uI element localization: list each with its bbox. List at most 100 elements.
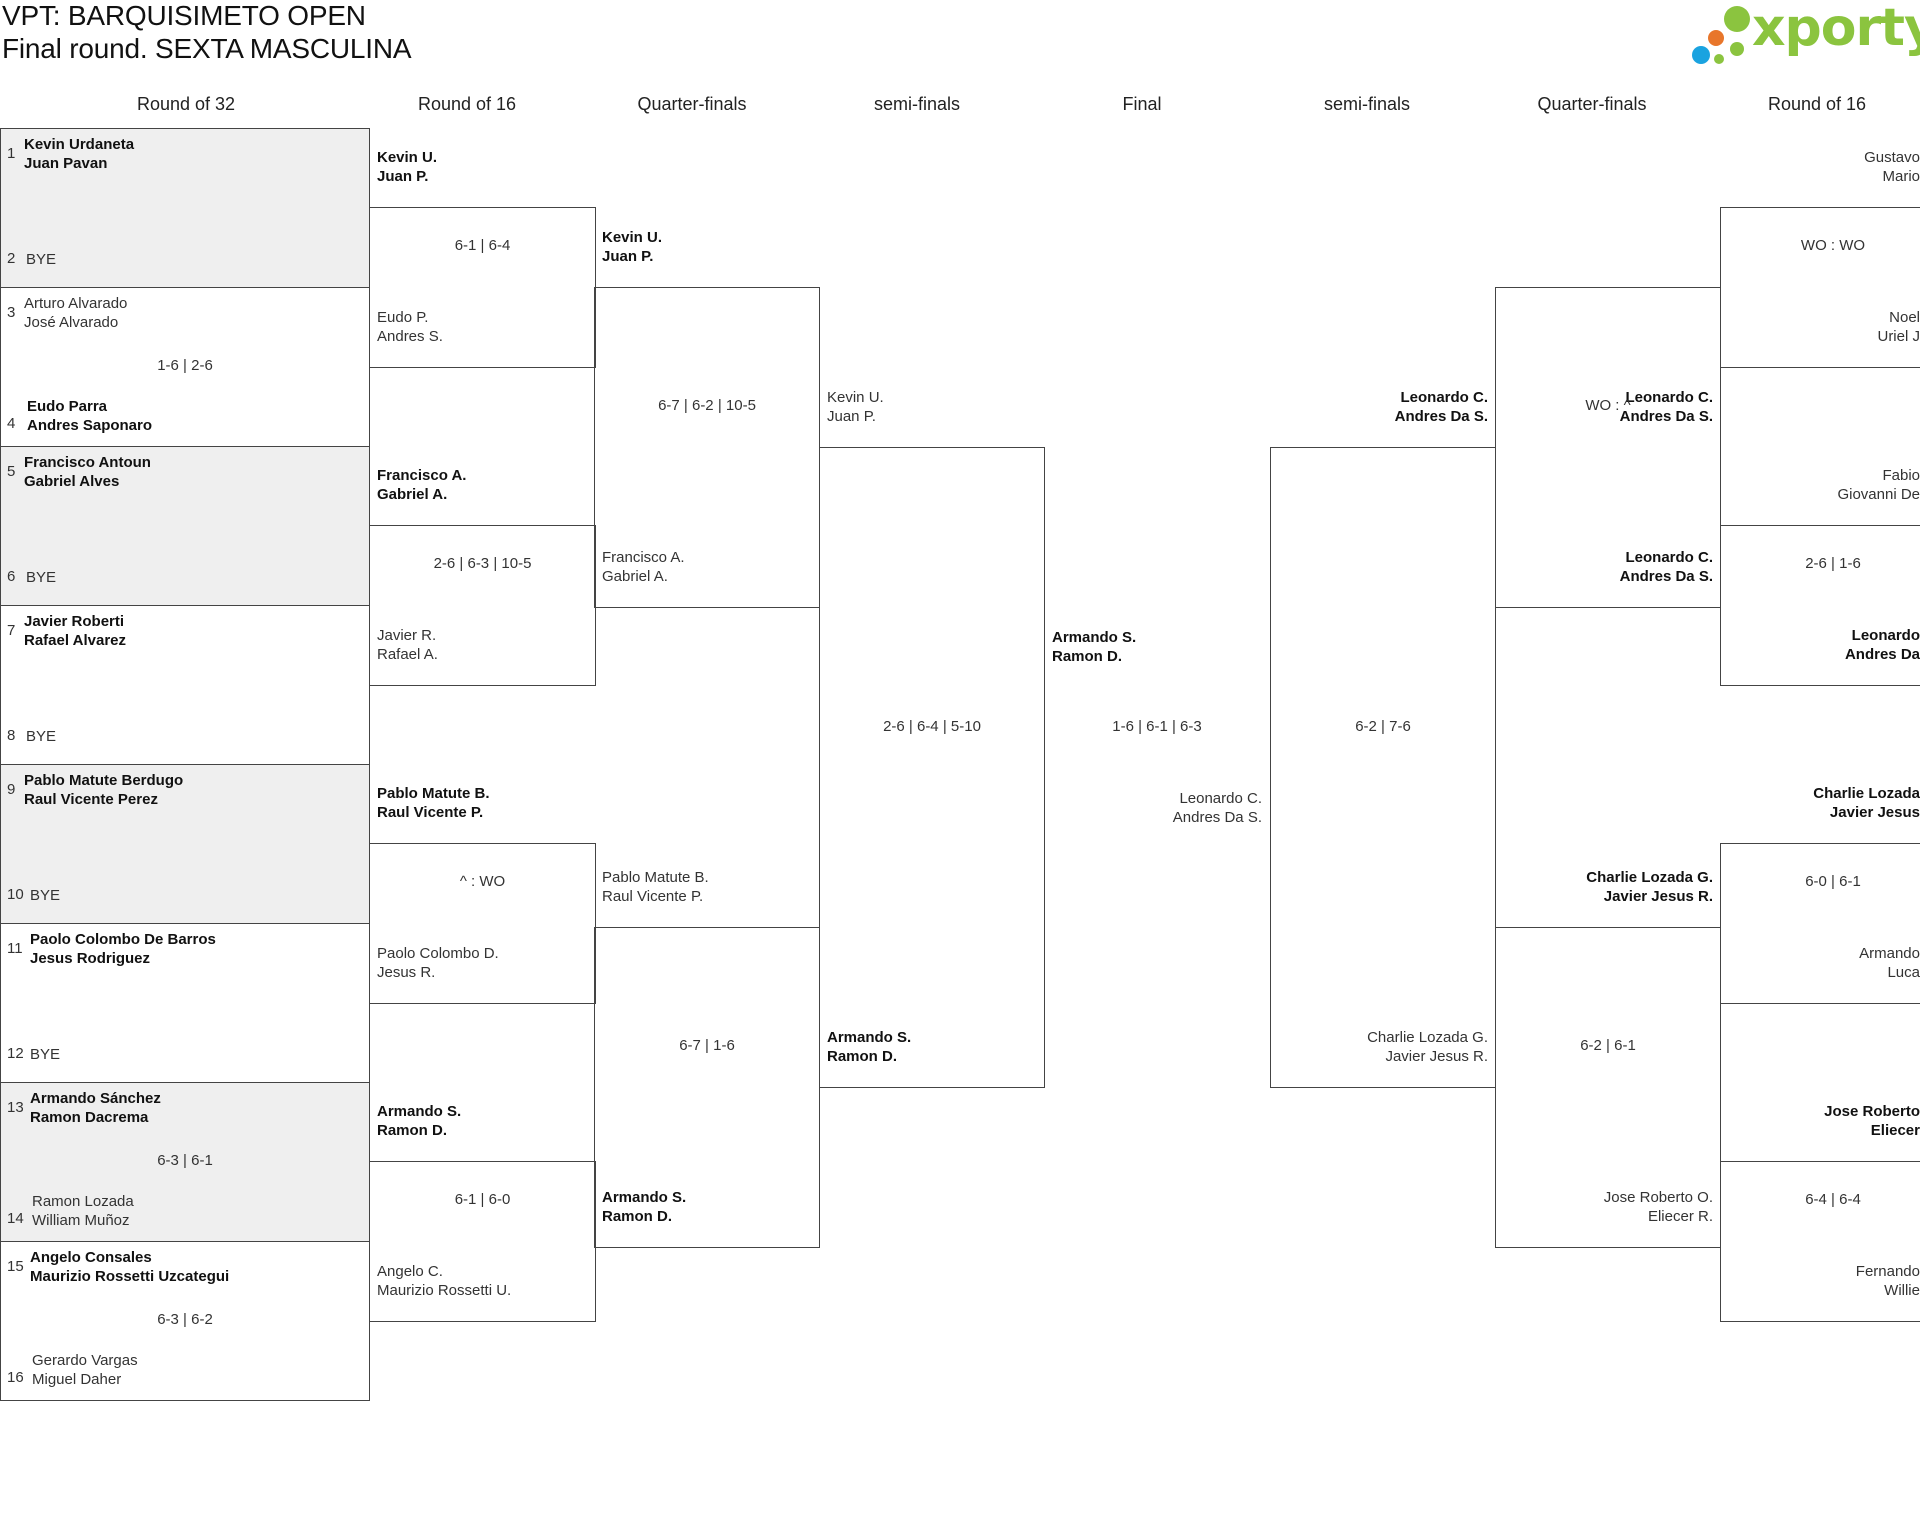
logo-dot-green xyxy=(1724,6,1750,32)
player-name: Juan P. xyxy=(602,248,654,265)
player-name: Kevin Urdaneta xyxy=(24,136,135,153)
player-name: Javier Roberti xyxy=(24,613,125,630)
player-name: Leonardo C. xyxy=(1625,549,1713,566)
player-name: Javier Jesus R. xyxy=(1385,1048,1488,1065)
player-name: Rafael A. xyxy=(377,646,438,663)
player-name: Juan Pavan xyxy=(24,155,108,172)
player-name: José Alvarado xyxy=(24,314,119,331)
player-name: Juan P. xyxy=(377,168,429,185)
player-name: Andres Da S. xyxy=(1619,408,1713,425)
player-name: Charlie Lozada G. xyxy=(1367,1029,1488,1046)
player-name: Eliecer R. xyxy=(1647,1208,1713,1225)
seed-number: 9 xyxy=(7,781,16,798)
player-name: Francisco Antoun xyxy=(24,454,151,471)
player-name: Eudo P. xyxy=(377,309,429,326)
player-name: Armando S. xyxy=(1052,629,1137,646)
match-score: 6-7 | 6-2 | 10-5 xyxy=(658,397,756,414)
player-name: Luca xyxy=(1887,964,1920,981)
bracket-match-box xyxy=(369,525,596,686)
match-score: WO : ^ xyxy=(1585,397,1631,414)
r32-match-box xyxy=(0,128,370,288)
seed-number: 1 xyxy=(7,145,16,162)
player-name: Andres S. xyxy=(377,328,443,345)
player-name: Gerardo Vargas xyxy=(32,1352,138,1369)
player-name: Uriel J xyxy=(1877,328,1920,345)
bracket-match-box xyxy=(1720,207,1920,368)
round-header: semi-finals xyxy=(1323,94,1411,114)
seed-number: 12 xyxy=(7,1045,24,1062)
player-name: Charlie Lozada G. xyxy=(1586,869,1713,886)
bracket-match-box xyxy=(369,843,596,1004)
match-score: 6-1 | 6-0 xyxy=(454,1191,511,1208)
player-name: Ramon D. xyxy=(602,1208,673,1225)
player-name: Andres Saponaro xyxy=(27,417,153,434)
round-header: Quarter-finals xyxy=(1537,94,1647,114)
player-name: Giovanni De xyxy=(1837,486,1920,503)
round-header: Final xyxy=(1122,94,1162,114)
seed-number: 5 xyxy=(7,463,16,480)
player-name: Jose Roberto O. xyxy=(1603,1189,1713,1206)
match-score: WO : WO xyxy=(1800,237,1866,254)
player-name: Paolo Colombo De Barros xyxy=(30,931,216,948)
player-name: Arturo Alvarado xyxy=(24,295,128,312)
bracket-match-box xyxy=(1495,287,1721,608)
player-name: Angelo C. xyxy=(377,1263,443,1280)
match-score: 6-3 | 6-2 xyxy=(157,1311,213,1328)
seed-number: 14 xyxy=(7,1210,24,1227)
player-name: Willie xyxy=(1884,1282,1920,1299)
bracket-match-box xyxy=(1720,1161,1920,1322)
match-score: 6-0 | 6-1 xyxy=(1805,873,1861,890)
player-name: Noel xyxy=(1889,309,1920,326)
player-name: Charlie Lozada xyxy=(1813,785,1920,802)
player-name: Kevin U. xyxy=(377,149,438,166)
match-score: 1-6 | 2-6 xyxy=(157,357,213,374)
seed-number: 4 xyxy=(7,415,16,432)
player-name: Miguel Daher xyxy=(32,1371,122,1388)
round-header: semi-finals xyxy=(873,94,961,114)
player-name: Ramon Lozada xyxy=(32,1193,134,1210)
r32-match-box xyxy=(0,1082,370,1242)
seed-number: 10 xyxy=(7,886,24,903)
player-name: Leonardo C. xyxy=(1179,790,1262,807)
player-name: Jesus R. xyxy=(377,964,436,981)
seed-number: 3 xyxy=(7,304,16,321)
player-name: Gabriel A. xyxy=(377,486,448,503)
seed-number: 11 xyxy=(7,940,23,957)
round-header: Round of 16 xyxy=(1767,94,1867,114)
logo-text: xporty xyxy=(1752,0,1920,58)
round-header: Round of 32 xyxy=(136,94,236,114)
player-name: Javier Jesus xyxy=(1829,804,1920,821)
seed-number: 6 xyxy=(7,568,16,585)
page-subtitle: Final round. SEXTA MASCULINA xyxy=(2,33,412,64)
player-name: Jose Roberto xyxy=(1824,1103,1920,1120)
match-score: 6-3 | 6-1 xyxy=(157,1152,213,1169)
player-name: Eudo Parra xyxy=(27,398,108,415)
player-name: Pablo Matute B. xyxy=(377,785,490,802)
player-name: Francisco A. xyxy=(377,467,467,484)
match-score: 2-6 | 6-3 | 10-5 xyxy=(433,555,532,572)
player-name: Angelo Consales xyxy=(30,1249,152,1266)
player-name: Armando S. xyxy=(602,1189,687,1206)
player-name: Ramon D. xyxy=(377,1122,448,1139)
bye-label: BYE xyxy=(26,569,57,586)
logo-dot-blue xyxy=(1692,46,1710,64)
player-name: Andres Da S. xyxy=(1394,408,1488,425)
player-name: Maurizio Rossetti Uzcategui xyxy=(30,1268,230,1285)
player-name: Ramon D. xyxy=(827,1048,898,1065)
player-name: Gustavo xyxy=(1864,149,1920,166)
player-name: Pablo Matute Berdugo xyxy=(24,772,184,789)
player-name: Andres Da S. xyxy=(1619,568,1713,585)
bracket-match-box xyxy=(1720,843,1920,1004)
player-name: Raul Vicente P. xyxy=(602,888,704,905)
logo-dot-green-tiny xyxy=(1714,54,1724,64)
match-score: 6-7 | 1-6 xyxy=(679,1037,735,1054)
player-name: Ramon Dacrema xyxy=(30,1109,149,1126)
player-name: Kevin U. xyxy=(827,389,884,406)
bye-label: BYE xyxy=(30,1046,61,1063)
player-name: Leonardo xyxy=(1851,627,1920,644)
r32-match-box xyxy=(0,764,370,924)
logo-dot-green-small xyxy=(1730,42,1744,56)
seed-number: 8 xyxy=(7,727,16,744)
match-score: ^ : WO xyxy=(459,873,506,890)
player-name: William Muñoz xyxy=(32,1212,130,1229)
